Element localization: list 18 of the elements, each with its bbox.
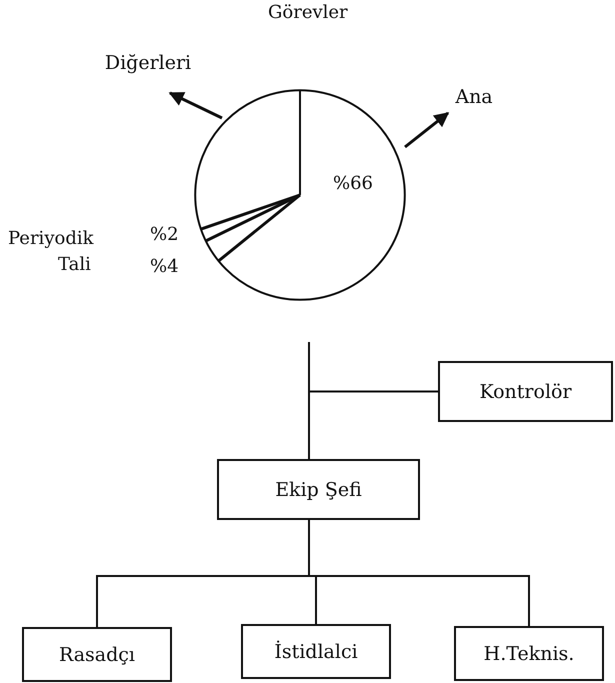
role-box: H.Teknis.: [454, 626, 604, 681]
role-box: Rasadçı: [22, 627, 172, 682]
slice-label: Periyodik: [8, 228, 94, 250]
role-box: Ekip Şefi: [217, 459, 420, 520]
pie-chart: [194, 89, 406, 301]
arrow: [404, 112, 450, 148]
percent-label: %2: [150, 224, 179, 246]
connector-line: [308, 390, 438, 459]
percent-label: %4: [150, 256, 179, 278]
slice-label: Tali: [58, 254, 91, 276]
slice-label: Diğerleri: [98, 50, 198, 76]
arrow: [168, 92, 223, 120]
role-box: İstidlalci: [241, 624, 391, 679]
role-box: Kontrolör: [438, 361, 613, 422]
percent-label: %66: [333, 173, 374, 195]
connector-line: [308, 520, 530, 626]
chart-title: Görevler: [268, 2, 348, 24]
slice-label: Ana: [452, 84, 496, 110]
